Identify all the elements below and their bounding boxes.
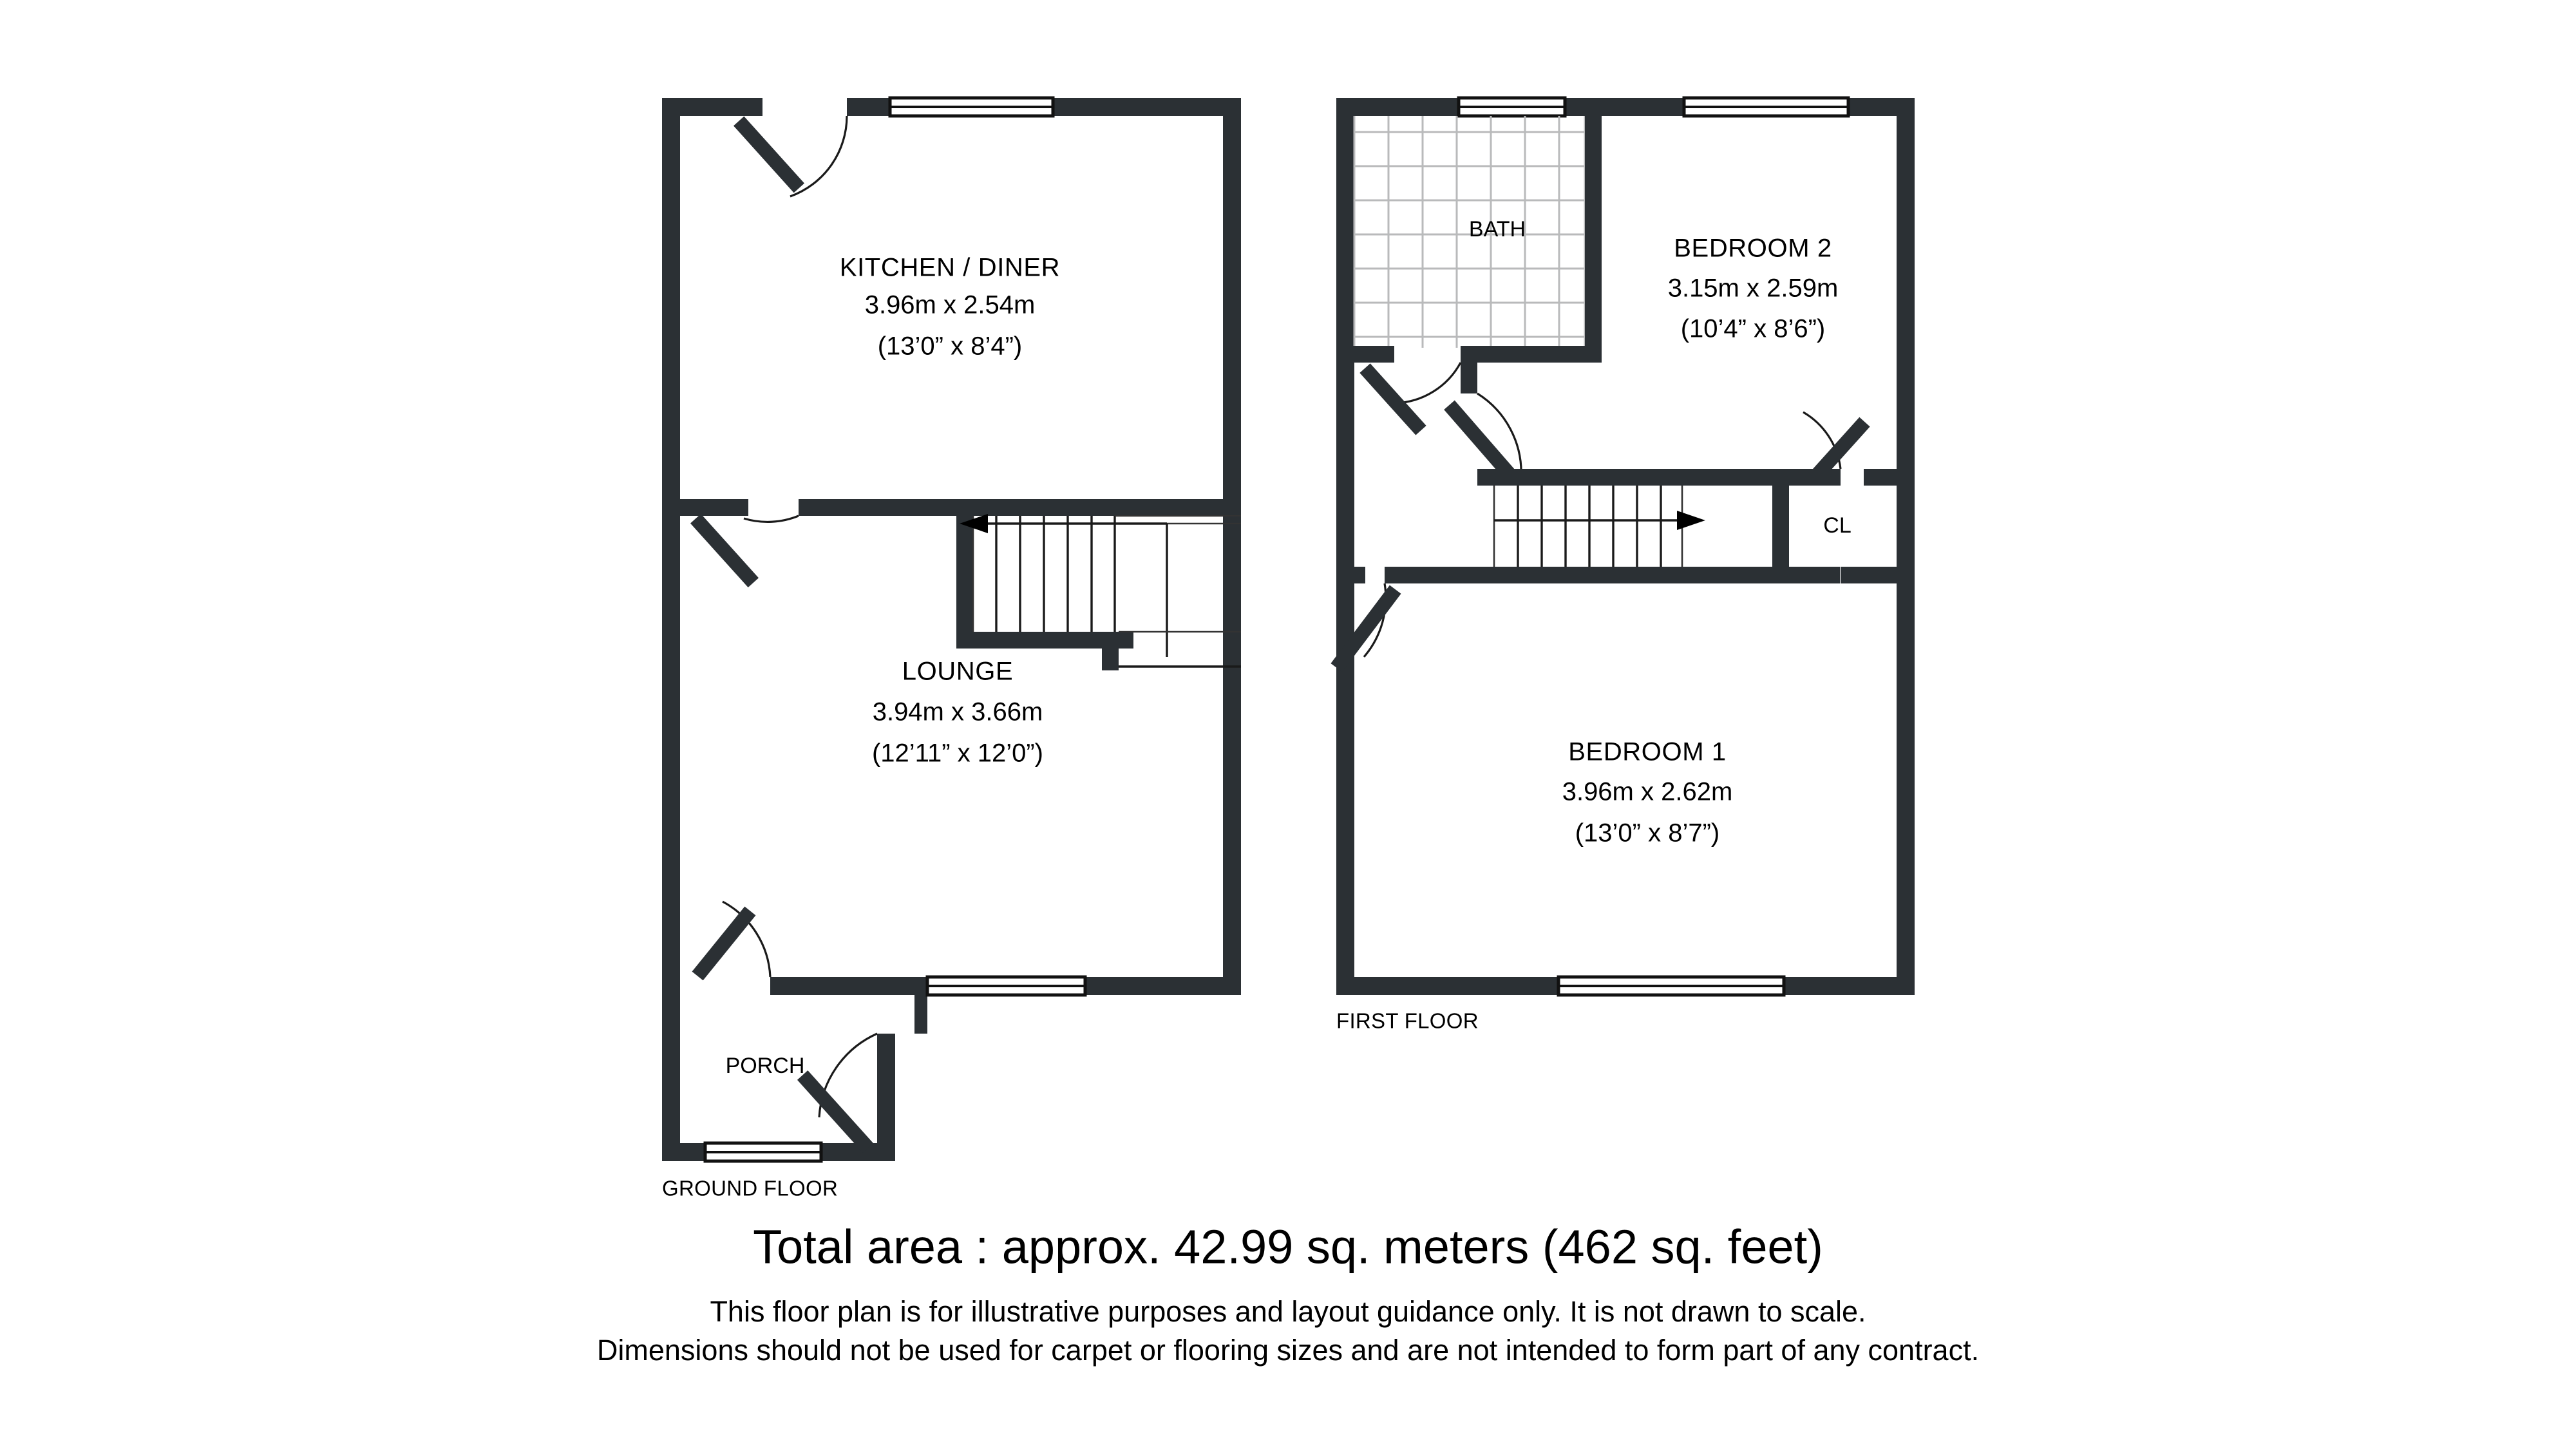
window-bath-top [1457,96,1567,118]
floor-label-first: FIRST FLOOR [1336,1009,1479,1033]
room-dim-imperial-lounge: (12’11” x 12’0”) [872,739,1043,768]
wall-first-left [1336,98,1354,995]
window-porch-bottom [703,1141,823,1163]
window-bedroom2-top [1682,96,1850,118]
room-label-bedroom-2: BEDROOM 2 [1674,234,1832,263]
first-floor-group: BATH BEDROOM 2 3.15m x 2.59m (10’4” x 8’… [1331,96,1915,1033]
window-lounge-bottom [925,975,1087,997]
disclaimer-line-1: This floor plan is for illustrative purp… [710,1295,1866,1328]
wall-kitchen-lounge-left [662,499,748,516]
room-label-closet: CL [1823,513,1851,538]
wall-lounge-porch-jamb [914,977,927,1034]
door-closet [1803,411,1870,484]
wall-first-bottom-right [1784,977,1915,995]
ground-floor-group: KITCHEN / DINER 3.96m x 2.54m (13’0” x 8… [662,96,1241,1200]
wall-ground-left [662,98,680,995]
bath-tile-floor [1353,116,1586,348]
room-dim-imperial-bedroom-1: (13’0” x 8’7”) [1575,819,1720,848]
wall-first-bottom-left [1336,977,1558,995]
room-dim-imperial-bedroom-2: (10’4” x 8’6”) [1681,315,1826,343]
floor-label-ground: GROUND FLOOR [662,1177,838,1200]
door-bedroom1 [1331,583,1401,672]
room-dim-metric-bedroom-2: 3.15m x 2.59m [1668,274,1839,303]
wall-stair-ground-bottom-return [1102,632,1119,670]
room-dim-metric-lounge: 3.94m x 3.66m [873,698,1043,726]
room-label-porch: PORCH [726,1054,805,1078]
wall-stair-first-bottom [1385,567,1840,583]
wall-lounge-bottom-left [770,977,927,995]
stairs-ground [960,514,1241,668]
door-porch-entry [797,1032,878,1153]
wall-landing-bottom-left [1336,567,1365,583]
room-label-bedroom-1: BEDROOM 1 [1568,738,1726,766]
wall-bath-right [1585,116,1602,363]
room-label-bath: BATH [1469,217,1526,242]
wall-ground-right [1223,98,1241,995]
wall-stair-first-top [1477,469,1838,486]
wall-bath-bottom-right [1461,346,1602,363]
wall-closet-top-right [1864,469,1897,486]
room-label-kitchen-diner: KITCHEN / DINER [840,254,1060,282]
wall-first-right [1897,98,1915,995]
disclaimer-line-2: Dimensions should not be used for carpet… [597,1334,1979,1367]
wall-closet-left [1772,486,1789,567]
wall-porch-right [877,1034,895,1161]
wall-closet-bottom [1841,567,1897,583]
wall-first-top-left [1336,98,1459,116]
door-kitchen-rear [733,115,848,198]
stairs-first [1493,486,1705,567]
wall-ground-top-mid [847,98,890,116]
wall-porch-left [662,995,680,1161]
wall-lounge-bottom-right [1085,977,1241,995]
total-area-text: Total area : approx. 42.99 sq. meters (4… [753,1220,1823,1274]
wall-ground-top-right [1053,98,1241,116]
wall-first-top-mid [1565,98,1684,116]
door-kitchen-lounge [690,513,799,588]
room-dim-metric-kitchen-diner: 3.96m x 2.54m [865,291,1036,319]
door-bedroom2 [1444,392,1522,486]
wall-bath-jamb-lower [1461,363,1477,393]
window-bedroom1-bottom [1557,975,1786,997]
footer-text-group: Total area : approx. 42.99 sq. meters (4… [597,1220,1979,1367]
door-porch-lounge [692,900,772,981]
room-dim-metric-bedroom-1: 3.96m x 2.62m [1562,778,1733,806]
door-bath [1359,362,1462,435]
room-dim-imperial-kitchen-diner: (13’0” x 8’4”) [878,332,1023,361]
wall-kitchen-lounge-right [799,499,1241,516]
room-label-lounge: LOUNGE [902,658,1014,686]
wall-stair-first-corner [1477,469,1494,486]
window-kitchen-top [888,96,1055,118]
wall-bath-bottom-left [1336,346,1394,363]
